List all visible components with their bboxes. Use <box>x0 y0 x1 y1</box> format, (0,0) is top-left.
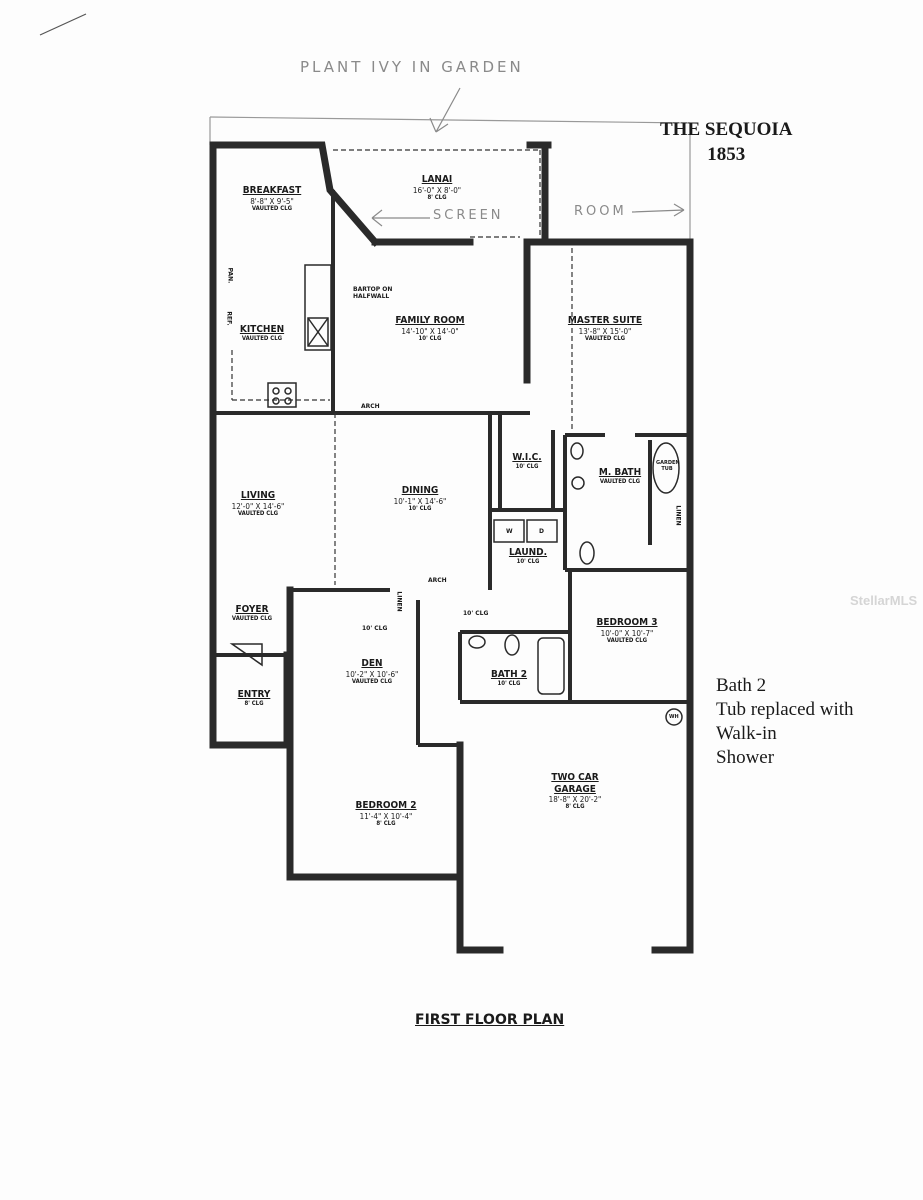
toilet-icon <box>504 634 520 656</box>
dashed-lines <box>231 149 573 585</box>
plan-caption: FIRST FLOOR PLAN <box>415 1012 565 1028</box>
handwritten-room-note: ROOM <box>574 204 627 219</box>
door-swing <box>229 643 263 667</box>
linen-label: LINEN <box>395 591 403 612</box>
den-closet-ceiling-label: 10' CLG <box>362 625 388 632</box>
toilet-icon <box>579 541 595 565</box>
handwritten-plant-ivy-note: PLANT IVY IN GARDEN <box>300 58 524 76</box>
hall-ceiling-label: 10' CLG <box>463 610 489 617</box>
room-laundry: LAUND.10' CLG <box>508 547 548 565</box>
pantry-label: PAN. <box>226 267 234 284</box>
note-line: Bath 2 <box>716 675 767 696</box>
plan-title: THE SEQUOIA 1853 <box>660 118 793 167</box>
room-wic: W.I.C.10' CLG <box>512 452 542 470</box>
model-name: THE SEQUOIA <box>660 119 793 140</box>
linen-label: LINEN <box>674 505 682 526</box>
note-line: Tub replaced with <box>716 698 854 720</box>
fixtures <box>229 264 683 726</box>
garden-tub-label: GARDEN TUB <box>656 460 680 472</box>
handwritten-arrows <box>39 13 685 227</box>
bartop-counter <box>304 264 332 351</box>
sink-icon <box>468 635 486 649</box>
note-line: Walk-in <box>716 722 777 744</box>
dryer-label: D <box>539 528 544 535</box>
note-line: Shower <box>716 746 775 768</box>
arch-label: ARCH <box>428 577 447 584</box>
watermark: StellarMLS <box>850 593 918 608</box>
exterior-walls <box>209 141 694 954</box>
model-number: 1853 <box>707 143 746 165</box>
bath-2-note: Bath 2 Tub replaced with Walk-in Shower <box>716 674 854 770</box>
water-heater-icon <box>665 708 683 726</box>
dryer-icon <box>526 519 558 543</box>
handwritten-screen-note: SCREEN <box>433 208 504 223</box>
sink-icon <box>570 442 584 460</box>
site-outline <box>209 116 691 242</box>
interior-walls <box>213 190 690 747</box>
range-icon <box>307 317 329 347</box>
tub-icon <box>537 637 565 695</box>
washer-label: W <box>506 528 513 535</box>
toilet-icon <box>571 476 585 490</box>
water-heater-label: WH <box>669 714 679 720</box>
garden-tub-icon <box>652 442 680 494</box>
arch-label: ARCH <box>361 403 380 410</box>
cooktop-icon <box>267 382 297 408</box>
washer-icon <box>493 519 525 543</box>
ref-label: REF. <box>225 311 233 326</box>
